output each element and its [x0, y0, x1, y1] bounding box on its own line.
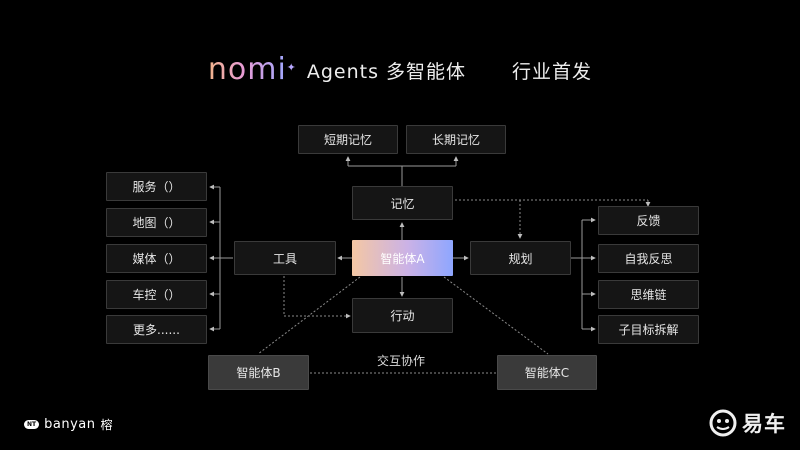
short-term-memory-label: 短期记忆	[323, 133, 372, 147]
banyan-chinese: 榕	[100, 418, 113, 432]
planning-item: 自我反思	[598, 244, 699, 273]
tools-box: 工具	[234, 241, 336, 275]
tool-item: 更多......	[106, 315, 207, 344]
slide-title: nomi✦ Agents 多智能体 行业首发	[0, 52, 800, 88]
planning-item-label: 子目标拆解	[618, 323, 679, 337]
action-box: 行动	[352, 298, 453, 333]
tools-label: 工具	[272, 251, 297, 266]
planning-item: 子目标拆解	[598, 315, 699, 344]
tool-item-label: 媒体（）	[132, 252, 181, 266]
collaboration-label: 交互协作	[377, 354, 426, 368]
agent-b-label: 智能体B	[236, 366, 281, 380]
planning-item-label: 反馈	[636, 214, 661, 228]
agent-b-box: 智能体B	[208, 355, 309, 390]
planning-label: 规划	[508, 251, 533, 266]
tool-item-label: 车控（）	[132, 288, 181, 302]
banyan-wordmark: banyan	[44, 417, 96, 432]
yiche-text: 易车	[742, 412, 786, 436]
agent-a-box: 智能体A	[352, 240, 453, 276]
short-term-memory-box: 短期记忆	[298, 125, 398, 154]
sparkle-icon: ✦	[286, 61, 297, 74]
title-text: Agents 多智能体	[306, 60, 467, 83]
agent-a-label: 智能体A	[380, 251, 425, 266]
tool-item: 车控（）	[106, 280, 207, 309]
long-term-memory-label: 长期记忆	[431, 133, 480, 147]
tool-item-label: 服务（）	[132, 180, 181, 194]
planning-item-label: 思维链	[630, 288, 667, 302]
tool-item-label: 更多......	[133, 323, 180, 337]
yiche-watermark: 易车	[708, 408, 786, 438]
long-term-memory-box: 长期记忆	[406, 125, 506, 154]
yiche-logo-icon	[709, 409, 737, 437]
banyan-brand: NT banyan 榕	[24, 416, 113, 433]
tool-item: 媒体（）	[106, 244, 207, 273]
action-label: 行动	[390, 309, 415, 323]
title-tagline: 行业首发	[512, 60, 593, 83]
planning-item: 思维链	[598, 280, 699, 309]
memory-box: 记忆	[352, 186, 453, 220]
nt-badge: NT	[24, 420, 40, 429]
tool-item-label: 地图（）	[132, 216, 181, 230]
tool-item: 服务（）	[106, 172, 207, 201]
tool-item: 地图（）	[106, 208, 207, 237]
agent-c-box: 智能体C	[497, 355, 597, 390]
memory-label: 记忆	[390, 196, 415, 211]
planning-box: 规划	[470, 241, 571, 275]
nomi-logo: nomi✦	[207, 52, 297, 87]
agent-c-label: 智能体C	[524, 366, 570, 380]
planning-item: 反馈	[598, 206, 699, 235]
planning-item-label: 自我反思	[624, 252, 673, 266]
